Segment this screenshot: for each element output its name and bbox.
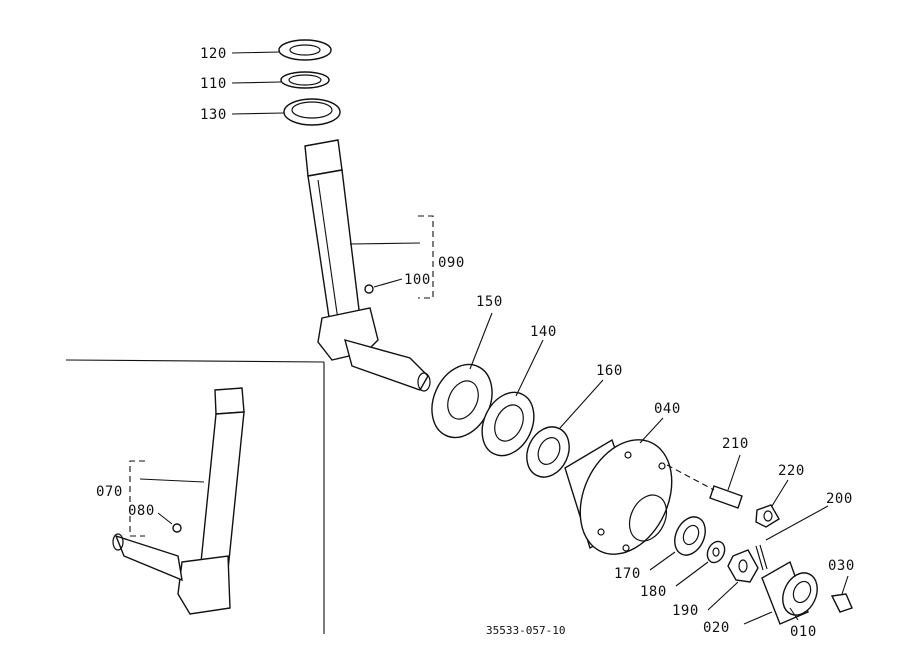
label-160: 160 <box>596 363 623 379</box>
part-070-steering-knuckle-alt[interactable] <box>112 387 245 615</box>
label-140: 140 <box>530 324 557 340</box>
label-030: 030 <box>828 558 855 574</box>
part-030-cap-bolt[interactable] <box>830 575 853 613</box>
label-020: 020 <box>703 620 730 636</box>
part-110-shim[interactable] <box>231 71 330 89</box>
inset-frame <box>65 359 325 634</box>
group-bracket-070 <box>129 460 145 537</box>
label-010: 010 <box>790 624 817 640</box>
label-150: 150 <box>476 294 503 310</box>
label-220: 220 <box>778 463 805 479</box>
part-140-inner-bearing[interactable] <box>472 339 544 464</box>
part-010-hub-cap[interactable] <box>776 567 824 621</box>
part-200-cotter-pin[interactable] <box>755 505 829 571</box>
label-110: 110 <box>200 76 227 92</box>
part-170-outer-cone-bearing[interactable] <box>649 512 711 571</box>
part-180-washer[interactable] <box>675 539 728 587</box>
part-160-outer-bearing[interactable] <box>519 379 604 484</box>
group-bracket-090 <box>418 215 434 299</box>
label-210: 210 <box>722 436 749 452</box>
part-150-dust-seal[interactable] <box>421 312 504 447</box>
label-100: 100 <box>404 272 431 288</box>
part-210-hub-bolt[interactable] <box>666 454 743 509</box>
part-100-grease-nipple[interactable] <box>364 278 403 294</box>
part-220-wheel-nut[interactable] <box>755 479 789 528</box>
label-080: 080 <box>128 503 155 519</box>
label-130: 130 <box>200 107 227 123</box>
label-180: 180 <box>640 584 667 600</box>
drawing-number: 35533-057-10 <box>486 624 565 637</box>
part-090-steering-knuckle[interactable] <box>304 139 431 392</box>
label-120: 120 <box>200 46 227 62</box>
label-200: 200 <box>826 491 853 507</box>
label-190: 190 <box>672 603 699 619</box>
label-040: 040 <box>654 401 681 417</box>
part-040-wheel-hub[interactable] <box>563 417 690 569</box>
label-170: 170 <box>614 566 641 582</box>
label-070: 070 <box>96 484 123 500</box>
part-080-grease-nipple-alt[interactable] <box>157 512 182 533</box>
part-130-bearing-seal[interactable] <box>231 98 341 126</box>
part-120-seal[interactable] <box>231 39 332 61</box>
part-190-castle-nut[interactable] <box>707 549 759 611</box>
label-090: 090 <box>438 255 465 271</box>
